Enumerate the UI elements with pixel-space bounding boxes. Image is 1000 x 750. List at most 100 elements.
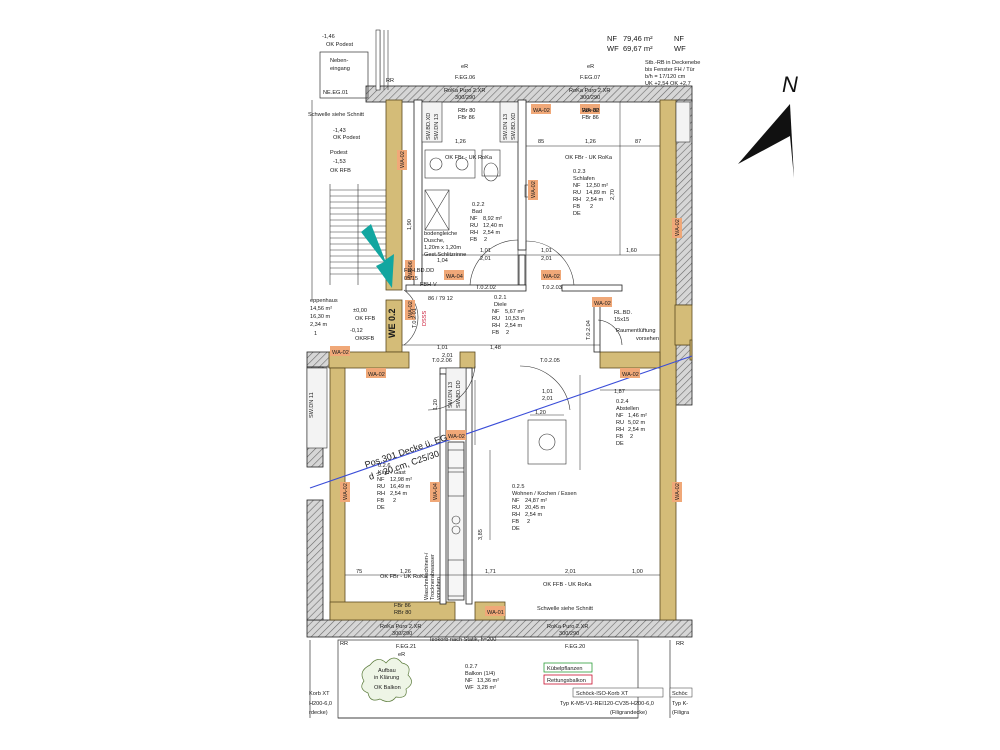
- svg-text:14,89 m: 14,89 m: [586, 190, 607, 196]
- wall-tag: WA-02: [541, 270, 561, 280]
- svg-text:OK Balkon: OK Balkon: [374, 685, 401, 691]
- svg-text:FBr 86: FBr 86: [582, 115, 599, 121]
- svg-text:Schöck-ISO-Korb XT: Schöck-ISO-Korb XT: [576, 691, 629, 697]
- svg-text:FB: FB: [573, 204, 580, 210]
- svg-text:NF: NF: [470, 216, 478, 222]
- svg-text:300/290: 300/290: [455, 95, 475, 101]
- svg-text:T.0.2.01: T.0.2.01: [412, 308, 418, 328]
- svg-text:WA-02: WA-02: [408, 301, 414, 318]
- svg-text:1,26: 1,26: [400, 569, 411, 575]
- svg-text:rdecke): rdecke): [309, 710, 328, 716]
- svg-text:Schwelle siehe Schnitt: Schwelle siehe Schnitt: [308, 112, 364, 118]
- svg-text:0.2.4: 0.2.4: [616, 399, 628, 405]
- svg-text:T.0.2.05: T.0.2.05: [540, 358, 560, 364]
- svg-text:20,45 m: 20,45 m: [525, 505, 546, 511]
- header-area-summary: NF 79,46 m² NF WF 69,67 m² WF Stb.-RB in…: [607, 34, 700, 87]
- svg-text:WA-04: WA-04: [433, 483, 439, 500]
- svg-text:-1,46: -1,46: [322, 34, 335, 40]
- svg-text:vorsehen: vorsehen: [436, 577, 442, 600]
- svg-text:RoKa Puro 2.XR: RoKa Puro 2.XR: [569, 88, 610, 94]
- svg-text:3,85: 3,85: [478, 529, 484, 540]
- unit-label: WE 0.2 ±0,00 OK FFB -0,12 OKRFB T.0.2.01…: [350, 308, 428, 342]
- svg-text:1,00: 1,00: [632, 569, 643, 575]
- svg-text:2: 2: [630, 434, 633, 440]
- svg-text:WA-02: WA-02: [533, 108, 550, 114]
- wall-tag: WA-02: [672, 482, 682, 502]
- north-arrow-icon: [738, 104, 790, 164]
- svg-text:RR: RR: [386, 78, 394, 84]
- svg-text:Dusche,: Dusche,: [424, 238, 445, 244]
- svg-text:Trocknerabwasser: Trocknerabwasser: [430, 554, 436, 600]
- svg-text:FBH.BD.DD: FBH.BD.DD: [404, 268, 434, 274]
- svg-text:WA-02: WA-02: [675, 483, 681, 500]
- stair-labels: -1,46 OK Podest Neben- eingang NE.EG.01 …: [308, 34, 364, 337]
- svg-text:WA-02: WA-02: [531, 181, 537, 198]
- interior-partitions: [405, 99, 623, 605]
- svg-text:Balkon (1/4): Balkon (1/4): [465, 671, 495, 677]
- svg-text:Neben-: Neben-: [330, 58, 348, 64]
- svg-text:Diele: Diele: [494, 302, 507, 308]
- svg-text:RR: RR: [676, 641, 684, 647]
- svg-text:3,28 m²: 3,28 m²: [477, 685, 496, 691]
- svg-text:Kübelpflanzen: Kübelpflanzen: [547, 666, 582, 672]
- svg-text:12,40 m: 12,40 m: [483, 223, 504, 229]
- svg-text:15x15: 15x15: [614, 317, 629, 323]
- svg-text:RU: RU: [492, 316, 500, 322]
- svg-text:WA-01: WA-01: [487, 610, 504, 616]
- svg-text:2,54 m: 2,54 m: [483, 230, 500, 236]
- svg-text:eR: eR: [461, 64, 468, 70]
- svg-text:2,01: 2,01: [442, 353, 453, 359]
- bathroom-annotations: SW.BD.XD SW.DN 13 SW.DN 13 SW.BD.XD SW.D…: [309, 113, 517, 418]
- svg-text:Abstellen: Abstellen: [616, 406, 639, 412]
- svg-text:Typ K-: Typ K-: [672, 701, 688, 707]
- svg-text:T.0.2.02: T.0.2.02: [476, 285, 496, 291]
- wall-tag: WA-01: [485, 606, 505, 616]
- svg-text:2,54 m: 2,54 m: [525, 512, 542, 518]
- window-labels-bottom: OK FBr - UK RoKa FBr 86 RBr 80 RoKa Puro…: [340, 574, 684, 658]
- wall-tag: WA-02: [340, 482, 350, 502]
- svg-text:1,20m x 1,20m: 1,20m x 1,20m: [424, 245, 461, 251]
- svg-text:OK Podest: OK Podest: [326, 42, 353, 48]
- svg-text:WA-02: WA-02: [594, 301, 611, 307]
- svg-text:2: 2: [484, 237, 487, 243]
- svg-text:69,67 m²: 69,67 m²: [623, 44, 653, 53]
- svg-text:OK FFB - UK RoKa: OK FFB - UK RoKa: [543, 582, 592, 588]
- svg-text:eR: eR: [398, 652, 405, 658]
- shafts: [306, 101, 691, 449]
- svg-text:FB: FB: [512, 519, 519, 525]
- svg-text:NF: NF: [616, 413, 624, 419]
- svg-text:1,01: 1,01: [542, 389, 553, 395]
- svg-text:1,48: 1,48: [490, 345, 501, 351]
- svg-text:2,54 m: 2,54 m: [586, 197, 603, 203]
- svg-text:Rettungsbalkon: Rettungsbalkon: [547, 678, 586, 684]
- svg-text:1,26: 1,26: [585, 139, 596, 145]
- svg-text:NF: NF: [512, 498, 520, 504]
- svg-text:FB: FB: [470, 237, 477, 243]
- svg-text:1,01: 1,01: [541, 248, 552, 254]
- stair-treads: [311, 29, 389, 300]
- svg-text:2,54 m: 2,54 m: [390, 491, 407, 497]
- svg-text:2,34 m: 2,34 m: [310, 322, 327, 328]
- svg-text:SW.DN 13: SW.DN 13: [448, 382, 454, 408]
- svg-text:FBr 86: FBr 86: [394, 603, 411, 609]
- svg-text:2: 2: [590, 204, 593, 210]
- balcony: [309, 639, 671, 719]
- svg-text:24,87 m²: 24,87 m²: [525, 498, 547, 504]
- svg-text:13,36 m²: 13,36 m²: [477, 678, 499, 684]
- svg-text:RU: RU: [573, 190, 581, 196]
- svg-text:RU: RU: [512, 505, 520, 511]
- svg-text:RBr 80: RBr 80: [582, 108, 599, 114]
- svg-text:(Filigrandecke): (Filigrandecke): [610, 710, 647, 716]
- svg-text:OK FBr - UK RoKa: OK FBr - UK RoKa: [565, 155, 613, 161]
- svg-text:WF: WF: [674, 44, 686, 53]
- svg-text:DE: DE: [616, 441, 624, 447]
- svg-text:-1,53: -1,53: [333, 159, 346, 165]
- svg-text:NF: NF: [674, 34, 684, 43]
- svg-text:FB: FB: [616, 434, 623, 440]
- svg-text:1,01: 1,01: [437, 345, 448, 351]
- svg-text:Bad: Bad: [472, 209, 482, 215]
- planter-cloud: [361, 657, 412, 702]
